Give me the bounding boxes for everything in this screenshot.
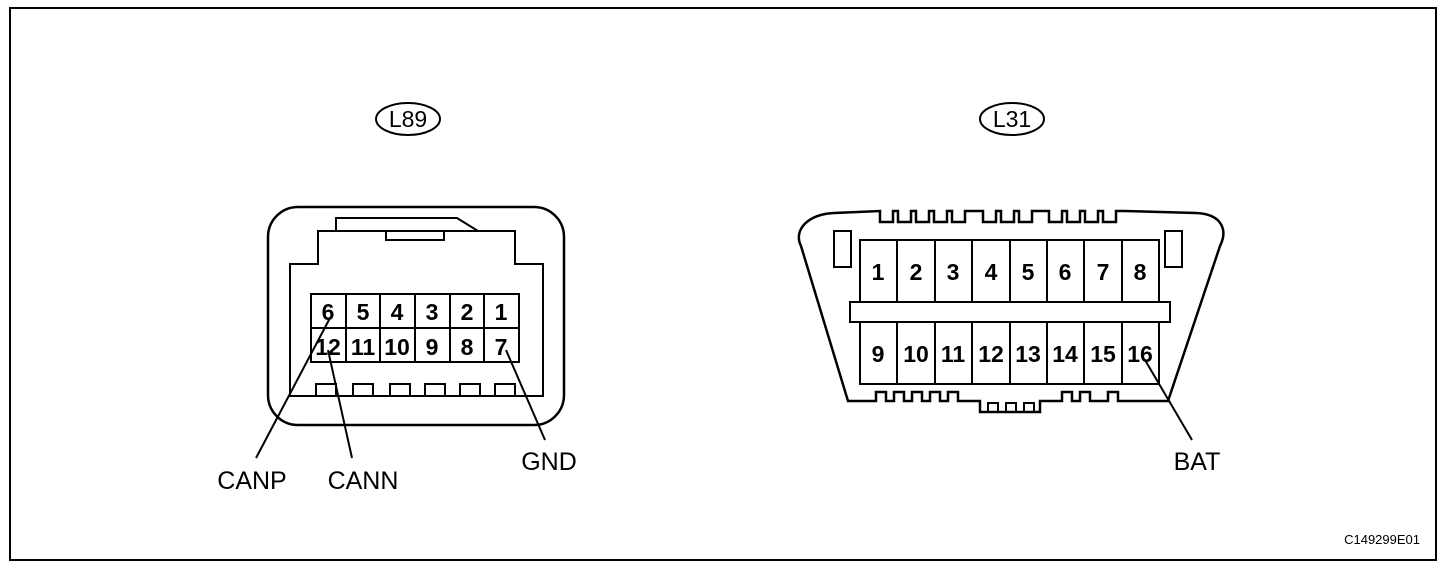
wire-label-canp: CANP	[217, 467, 286, 495]
connector-l31-pin: 14	[1052, 341, 1078, 367]
connector-l31: L31 1 2 3 4 5 6 7 8 9 10	[797, 102, 1225, 476]
connector-l31-pin: 3	[947, 259, 960, 285]
connector-l89-key	[494, 383, 516, 397]
connector-l89-pin: 10	[384, 334, 410, 360]
connector-l31-pin: 11	[941, 341, 966, 367]
connector-l31-pin: 5	[1022, 259, 1035, 285]
connector-l31-tag-outline	[979, 102, 1045, 136]
connector-l89-latch	[335, 217, 479, 232]
wire-label-cann: CANN	[328, 467, 399, 495]
connector-l31-pin: 8	[1134, 259, 1147, 285]
connector-l31-pin: 6	[1059, 259, 1072, 285]
connector-l31-tag: L31	[993, 106, 1031, 132]
connector-l89-key	[315, 383, 337, 397]
connector-l89-tag-outline	[375, 102, 441, 136]
leader-line-bat	[1144, 359, 1193, 441]
connector-l31-guide-left	[833, 230, 852, 268]
connector-l31-pin: 10	[903, 341, 929, 367]
connector-l89-pin: 11	[351, 334, 376, 360]
connector-l89-pin: 9	[426, 334, 439, 360]
connector-l89-housing	[266, 205, 566, 427]
connector-l89-tag: L89	[389, 106, 427, 132]
connector-l31-bottom-key	[987, 402, 1035, 412]
connector-l89-key	[389, 383, 411, 397]
connector-l31-pin: 16	[1127, 341, 1153, 367]
connector-l89-key	[352, 383, 374, 397]
connector-l89-pin: 3	[426, 299, 439, 325]
connector-l31-guide-right	[1164, 230, 1183, 268]
connector-l89-latch-tab	[385, 230, 445, 241]
connector-l89-pin: 2	[461, 299, 474, 325]
wire-label-bat: BAT	[1174, 448, 1221, 476]
connector-l89-pin: 1	[495, 299, 508, 325]
connector-l31-pin: 7	[1097, 259, 1110, 285]
connector-l31-pin: 9	[872, 341, 885, 367]
connector-l89-key	[459, 383, 481, 397]
connector-l89-key	[424, 383, 446, 397]
leader-line-canp	[255, 317, 331, 459]
connector-l89: L89 6 5 4 3 2 1 12 11 10 9 8 7	[217, 102, 577, 495]
connector-l31-pin: 15	[1090, 341, 1116, 367]
connector-l31-center-rib	[849, 301, 1171, 323]
wire-label-gnd: GND	[521, 448, 577, 476]
figure-reference: C149299E01	[1344, 532, 1420, 547]
connector-l31-housing	[797, 209, 1225, 414]
connector-l89-pin: 4	[391, 299, 404, 325]
connector-l89-pin: 8	[461, 334, 474, 360]
connector-l31-pin: 2	[910, 259, 923, 285]
connector-l89-pin: 7	[495, 334, 508, 360]
connector-l89-pin: 6	[322, 299, 335, 325]
connector-l31-pin: 1	[872, 259, 885, 285]
connector-l31-pin: 4	[985, 259, 998, 285]
connector-l31-pin: 13	[1015, 341, 1041, 367]
connector-l89-pin: 5	[357, 299, 370, 325]
connector-l89-inner-outline	[289, 230, 544, 397]
leader-line-gnd	[505, 349, 546, 441]
leader-line-cann	[327, 349, 353, 459]
connector-l31-pin: 12	[978, 341, 1004, 367]
figure-frame	[9, 7, 1437, 561]
